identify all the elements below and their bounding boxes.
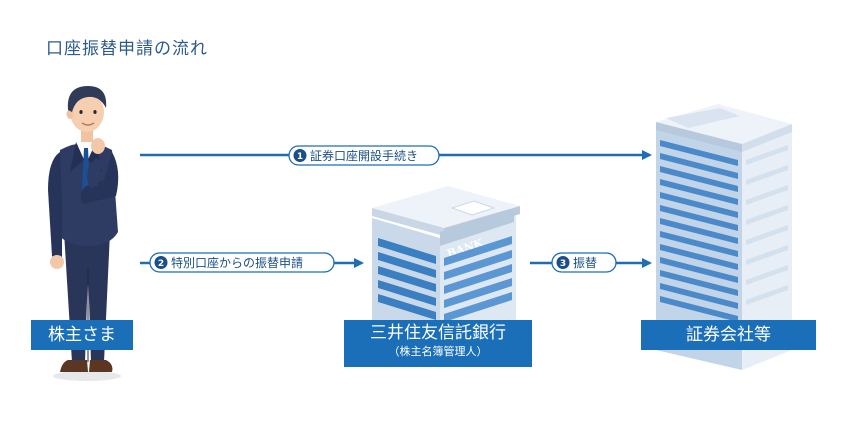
step-3-arrow: 3 振替 [530, 252, 652, 273]
bank-box: 三井住友信託銀行 （株主名簿管理人） [344, 320, 532, 367]
securities-building [656, 104, 792, 370]
step-2-number: 2 [158, 259, 164, 269]
step-3-number: 3 [560, 259, 566, 269]
step-3-label: 振替 [573, 256, 597, 270]
page-title: 口座振替申請の流れ [46, 39, 208, 59]
shareholder-box: 株主さま [31, 320, 133, 350]
step-2-label: 特別口座からの振替申請 [171, 255, 303, 270]
securities-label: 証券会社等 [686, 325, 771, 345]
step-2-arrow: 2 特別口座からの振替申請 [140, 252, 364, 273]
bank-role: （株主名簿管理人） [388, 345, 488, 358]
step-1-label: 証券口座開設手続き [310, 148, 418, 163]
step-1-arrow: 1 証券口座開設手続き [140, 145, 652, 166]
securities-box: 証券会社等 [641, 320, 816, 350]
bank-name: 三井住友信託銀行 [370, 323, 506, 343]
shareholder-label: 株主さま [48, 325, 116, 345]
step-1-number: 1 [297, 152, 303, 162]
